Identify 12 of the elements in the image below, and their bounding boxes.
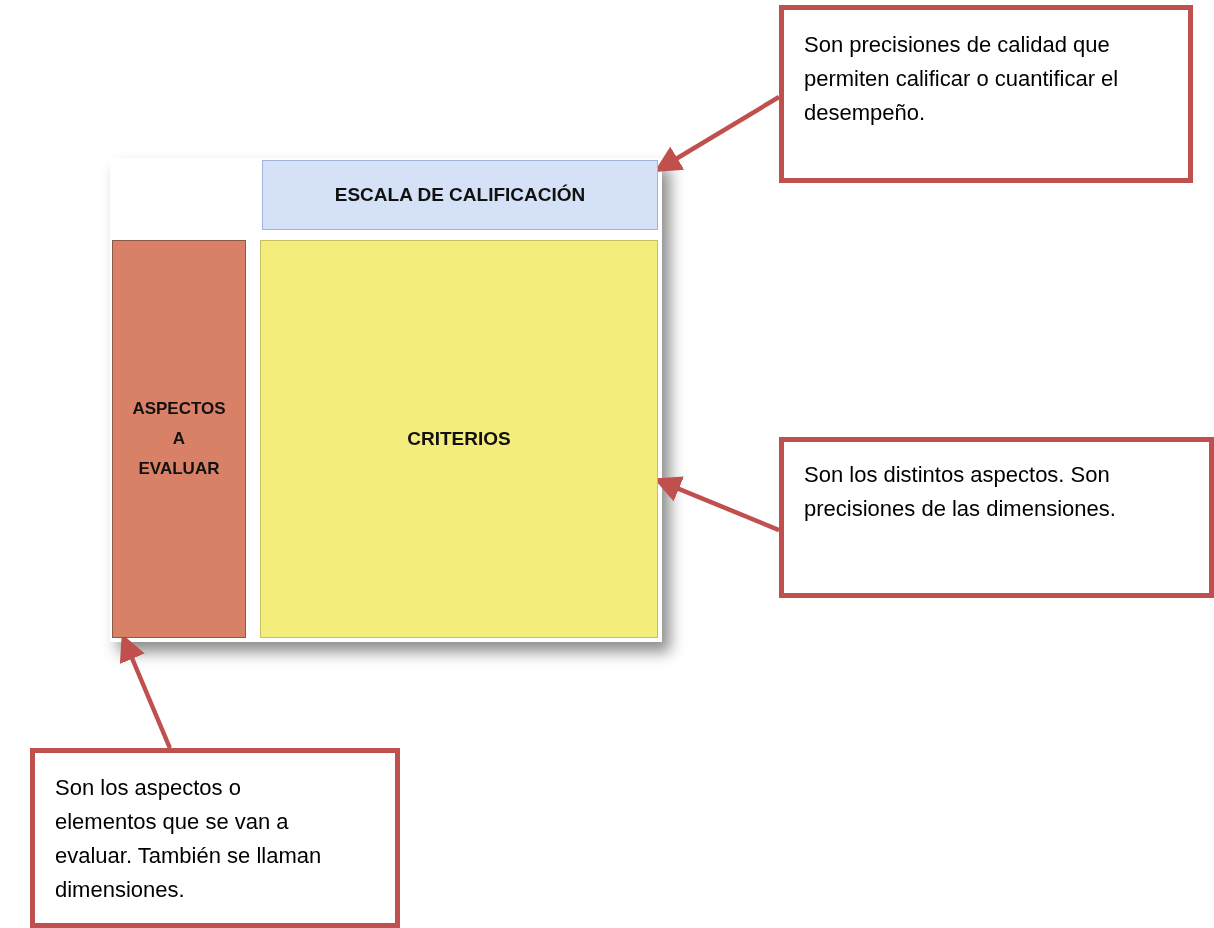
cell-text: CRITERIOS — [407, 426, 511, 451]
cell-text: ESCALA DE CALIFICACIÓN — [334, 182, 586, 207]
cell-text: Son los distintos aspectos. Son precisiones de las dimensiones. — [804, 461, 1117, 523]
callout-box — [30, 748, 400, 928]
row-header-cell — [112, 240, 246, 638]
criteria-cell — [260, 240, 658, 638]
header-cell — [262, 160, 658, 230]
callout-box — [779, 5, 1193, 183]
cell-text: ASPECTOS A EVALUAR — [131, 398, 227, 480]
cell-text: Son precisiones de calidad que permiten calificar o cuantificar el desempeño. — [804, 31, 1120, 127]
cell-text: Son los aspectos o elementos que se van a evaluar. También se llaman dimensiones. — [55, 774, 323, 904]
callout-box — [779, 437, 1214, 598]
